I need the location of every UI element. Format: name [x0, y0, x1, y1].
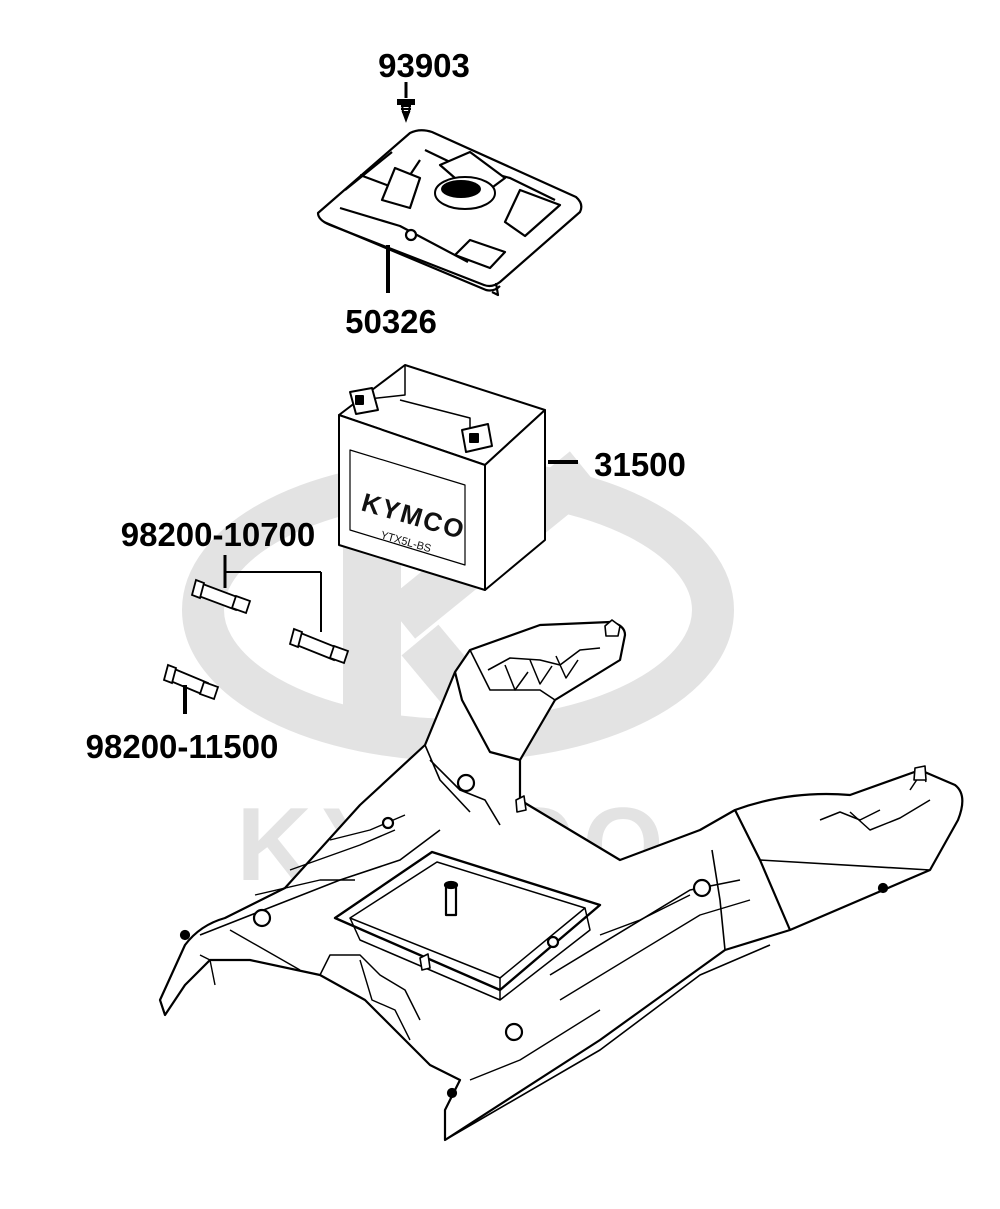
fuse-part-1: [190, 578, 252, 615]
part-label-fuse-15a: 98200-11500: [86, 728, 279, 765]
floor-frame-part: [158, 619, 964, 1142]
fuse-part-2: [288, 627, 350, 665]
part-label-battery-cover: 50326: [345, 303, 437, 340]
fuse-10a-leader: [223, 555, 322, 632]
battery-part: [338, 364, 546, 591]
part-label-battery: 31500: [594, 446, 686, 483]
part-label-fuse-10a: 98200-10700: [121, 516, 316, 553]
fuse-part-3: [162, 663, 220, 701]
screw-part: [397, 99, 415, 123]
part-label-screw: 93903: [378, 47, 470, 84]
battery-cover-part: [316, 129, 583, 297]
